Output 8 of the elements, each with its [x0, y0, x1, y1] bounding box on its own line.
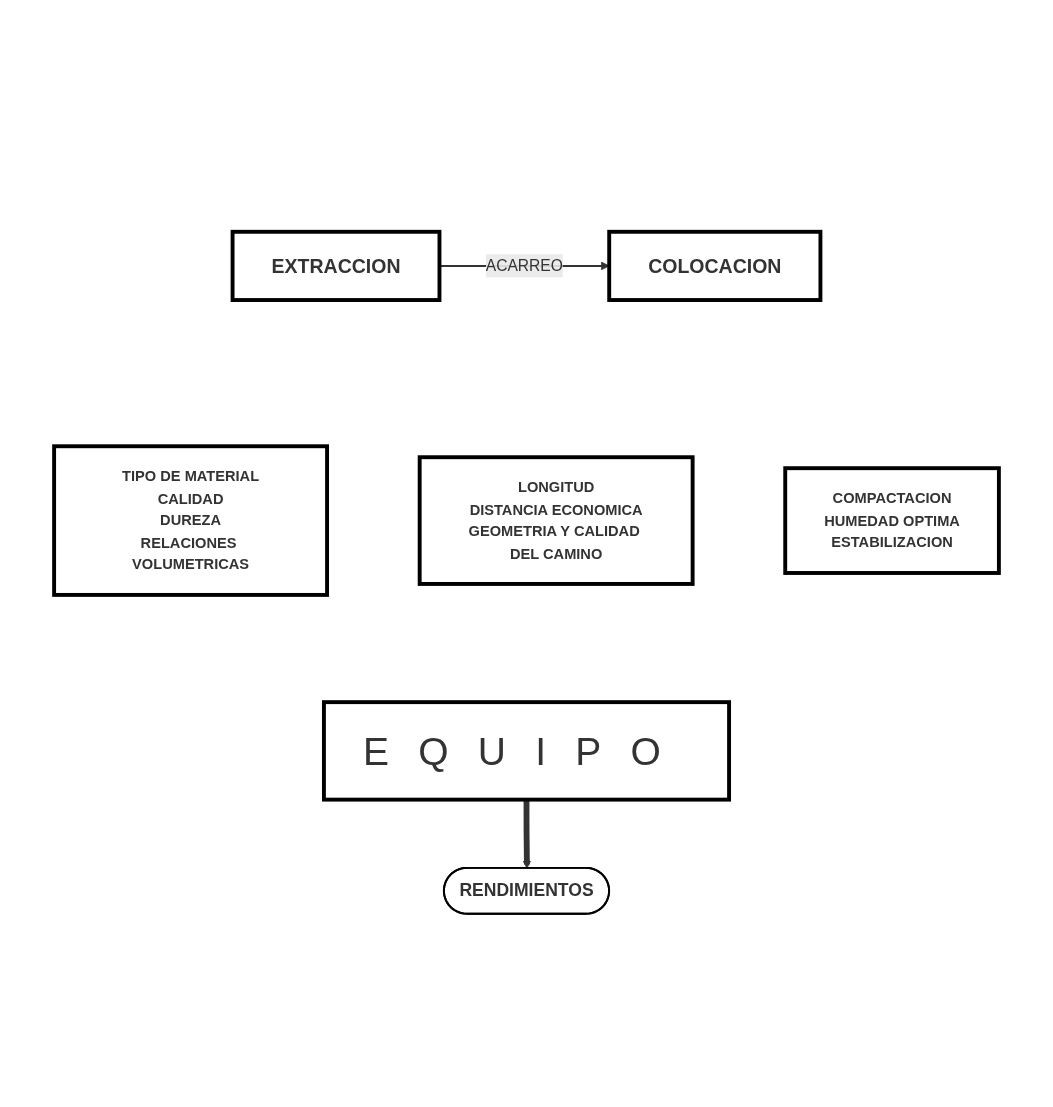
- node-box: COMPACTACION HUMEDAD OPTIMA ESTABILIZACION: [783, 466, 1001, 576]
- node-box: EQUIPO: [322, 700, 732, 802]
- node-box: COLOCACION: [607, 230, 823, 303]
- node-box: LONGITUD DISTANCIA ECONOMICA GEOMETRIA Y CALIDAD DEL CAMINO: [417, 455, 695, 587]
- arrow: [522, 799, 532, 869]
- node-box: EXTRACCION: [230, 230, 442, 303]
- edge-label: ACARREO: [485, 257, 563, 274]
- node-box: TIPO DE MATERIAL CALIDAD DUREZA RELACIONES VOLUMETRICAS: [52, 444, 329, 598]
